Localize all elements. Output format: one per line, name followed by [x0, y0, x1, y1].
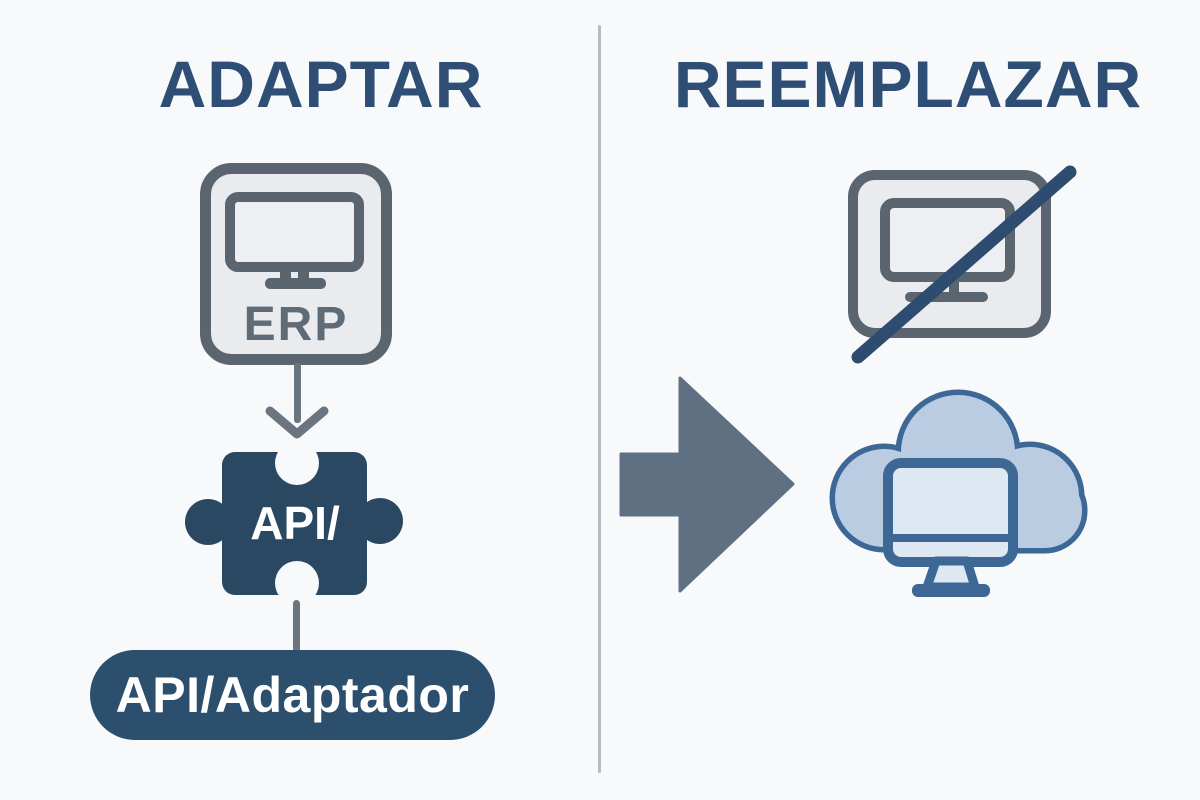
- cloud-monitor-icon: [883, 458, 1018, 567]
- monitor-leg-right: [298, 267, 309, 281]
- monitor-base: [265, 278, 326, 289]
- monitor-icon: [225, 192, 364, 272]
- pill-label: API/Adaptador: [115, 667, 470, 723]
- crossed-out-computer-icon: [848, 165, 1077, 364]
- legacy-monitor-neck: [949, 273, 959, 295]
- monitor-leg-left: [280, 267, 291, 281]
- puzzle-piece-icon: [185, 441, 403, 605]
- puzzle-api-label: API/: [250, 497, 340, 549]
- cloud-monitor-base: [912, 584, 990, 597]
- right-panel-title: REEMPLAZAR: [673, 47, 1143, 121]
- puzzle-notch-bottom: [275, 561, 319, 605]
- api-adaptador-pill: API/Adaptador: [90, 650, 495, 740]
- arrow-right-shape: [619, 376, 795, 593]
- connector-line: [293, 600, 300, 654]
- puzzle-knob-right: [357, 498, 403, 544]
- erp-system-icon: [200, 163, 392, 365]
- strike-through-line: [851, 165, 1077, 364]
- left-panel-title: ADAPTAR: [158, 47, 484, 121]
- divider-line: [598, 25, 601, 773]
- arrow-down-icon: [265, 363, 329, 439]
- cloud-computer-icon: [829, 389, 1088, 597]
- erp-label: ERP: [243, 298, 349, 351]
- puzzle-body: [222, 452, 367, 595]
- puzzle-knob-left: [185, 499, 231, 545]
- cloud-monitor-stand: [922, 556, 980, 592]
- puzzle-notch-top: [275, 441, 319, 485]
- arrow-down-head: [265, 406, 329, 439]
- arrow-right-icon: [619, 376, 795, 593]
- arrow-down-stem: [294, 363, 301, 423]
